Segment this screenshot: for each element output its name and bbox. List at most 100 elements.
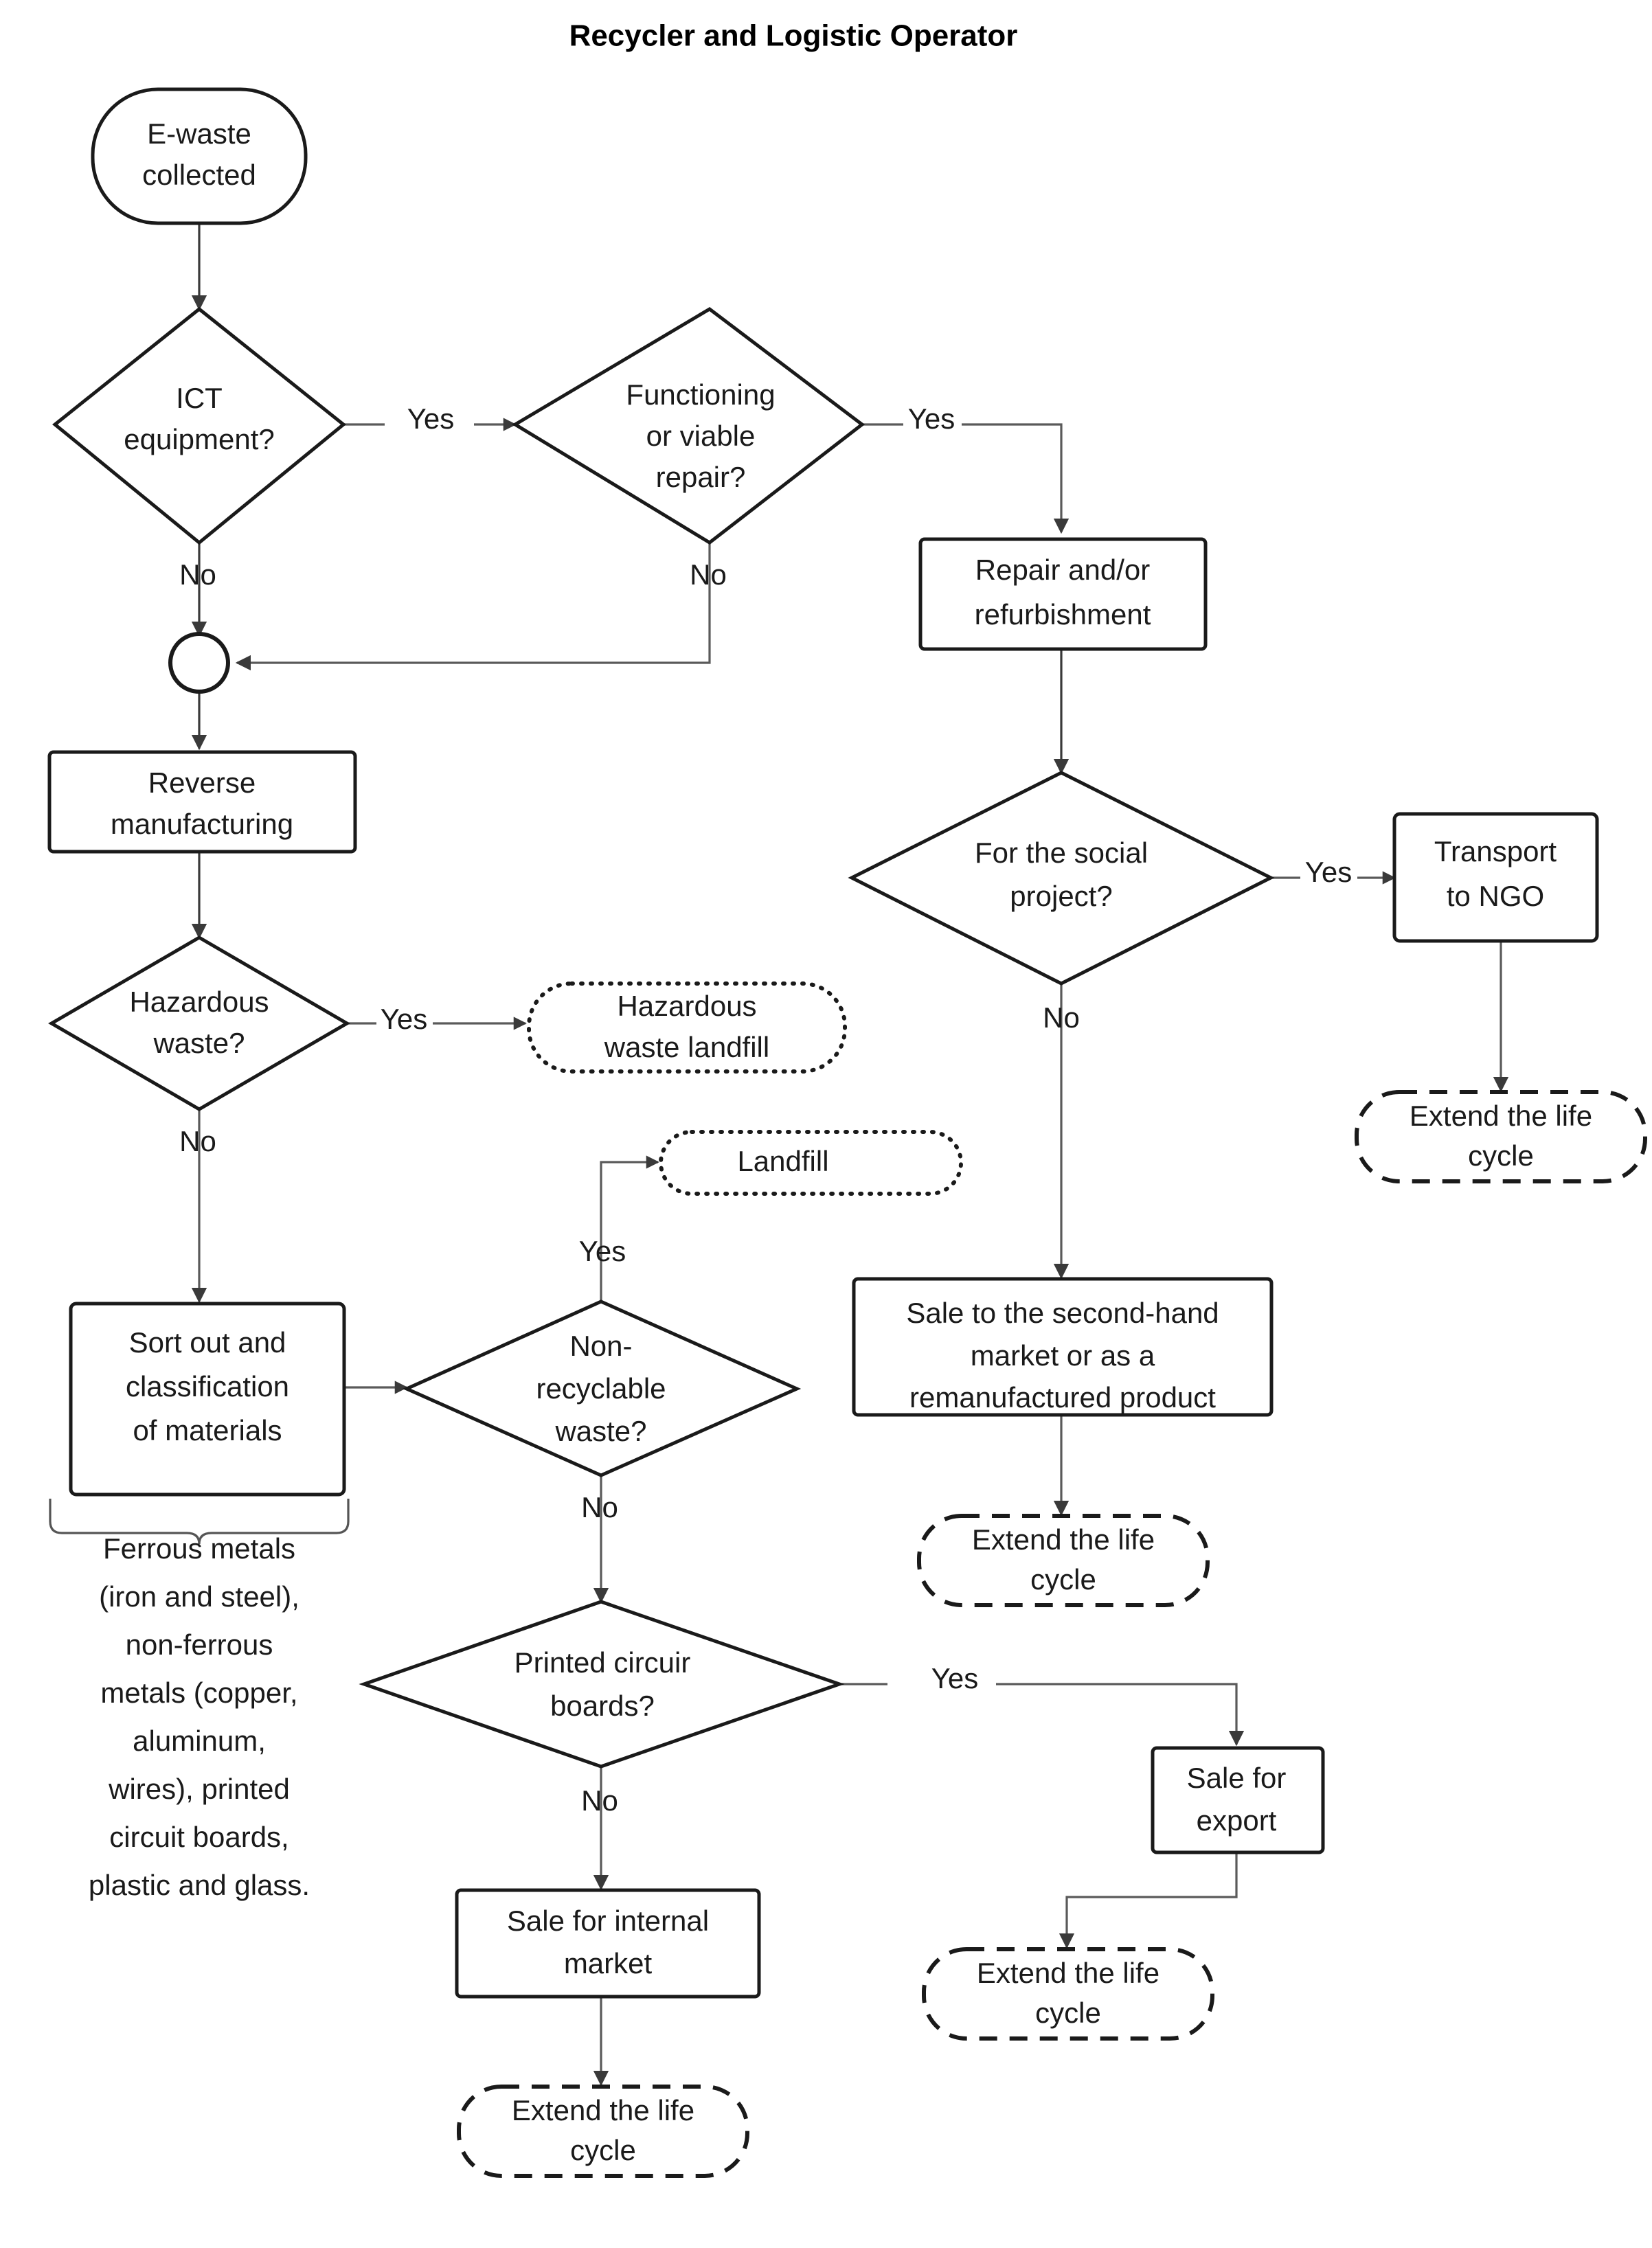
- node-landfill[interactable]: Landfill: [659, 1130, 963, 1196]
- nonrecyclable-label-line3: waste?: [554, 1415, 646, 1447]
- annotation-line-0: Ferrous metals: [103, 1532, 295, 1565]
- node-reverse-manufacturing[interactable]: Reverse manufacturing: [47, 750, 357, 854]
- hazlandfill-label-line1: Hazardous: [617, 990, 756, 1022]
- pcb-shape: [359, 1600, 845, 1769]
- annotation-line-4: aluminum,: [133, 1725, 266, 1757]
- edge-label-functioning-yes: Yes: [908, 402, 955, 435]
- ngo-extend-label-line1: Extend the life: [1410, 1100, 1592, 1132]
- node-printed-circuit-boards[interactable]: Printed circuir boards?: [359, 1600, 845, 1769]
- internal-extend-label-line2: cycle: [570, 2134, 636, 2166]
- node-junction-connector[interactable]: [168, 632, 230, 694]
- ngo-extend-label-line2: cycle: [1468, 1139, 1534, 1172]
- node-extend-life-cycle-export[interactable]: Extend the life cycle: [922, 1947, 1214, 2041]
- export-label-line1: Sale for: [1187, 1762, 1287, 1794]
- ngo-label-line2: to NGO: [1447, 880, 1544, 912]
- landfill-label: Landfill: [737, 1145, 828, 1177]
- edge-label-pcb-yes: Yes: [931, 1662, 979, 1694]
- secondhand-label-line2: market or as a: [971, 1339, 1155, 1372]
- functioning-shape: [512, 306, 865, 545]
- annotation-line-1: (iron and steel),: [99, 1580, 299, 1613]
- reverse-shape: [47, 750, 357, 854]
- annotation-line-2: non-ferrous: [126, 1628, 273, 1661]
- node-extend-life-cycle-internal[interactable]: Extend the life cycle: [457, 2085, 749, 2178]
- nonrecyclable-label-line1: Non-: [569, 1330, 632, 1362]
- edge-label-hazardous-no: No: [179, 1125, 216, 1157]
- hazlandfill-shape: [527, 981, 847, 1074]
- node-ict-equipment[interactable]: ICT equipment?: [52, 306, 346, 545]
- hazardous-label-line1: Hazardous: [129, 986, 269, 1018]
- reverse-label-line1: Reverse: [148, 767, 256, 799]
- internal-extend-shape: [457, 2085, 749, 2178]
- edge-label-nonrecyclable-yes: Yes: [579, 1235, 626, 1267]
- edge-label-pcb-no: No: [581, 1784, 618, 1817]
- node-extend-life-cycle-ngo[interactable]: Extend the life cycle: [1355, 1090, 1647, 1183]
- ngo-extend-shape: [1355, 1090, 1647, 1183]
- node-transport-to-ngo[interactable]: Transport to NGO: [1392, 812, 1599, 943]
- edge-nonrecyclable-to-landfill: [600, 1155, 659, 1302]
- start-label-line2: collected: [142, 159, 256, 191]
- ngo-label-line1: Transport: [1434, 835, 1557, 867]
- hazardous-label-line2: waste?: [152, 1027, 245, 1059]
- secondhand-label-line3: remanufactured product: [909, 1381, 1216, 1413]
- functioning-label-line1: Functioning: [626, 378, 775, 411]
- export-extend-label-line1: Extend the life: [977, 1957, 1159, 1989]
- internal-label-line1: Sale for internal: [507, 1905, 709, 1937]
- secondhand-extend-shape: [917, 1514, 1210, 1607]
- edge-functioning-to-repair: [962, 423, 1070, 534]
- secondhand-extend-label-line2: cycle: [1030, 1563, 1096, 1596]
- ict-label-line1: ICT: [176, 382, 223, 414]
- start-label-line1: E-waste: [147, 117, 251, 150]
- edge-label-ict-yes: Yes: [407, 402, 455, 435]
- edge-functioning-no-to-junction: [235, 543, 711, 671]
- export-extend-shape: [922, 1947, 1214, 2041]
- internal-label-line2: market: [564, 1947, 653, 1979]
- social-label-line2: project?: [1010, 880, 1112, 912]
- node-sort-classification[interactable]: Sort out and classification of materials: [69, 1302, 346, 1497]
- social-label-line1: For the social: [975, 837, 1148, 869]
- materials-annotation: Ferrous metals (iron and steel), non-fer…: [89, 1532, 310, 1901]
- secondhand-extend-label-line1: Extend the life: [972, 1523, 1155, 1556]
- internal-shape: [455, 1888, 761, 1999]
- junction-shape: [168, 632, 230, 694]
- annotation-line-5: wires), printed: [108, 1773, 290, 1805]
- functioning-label-line3: repair?: [656, 461, 746, 493]
- page-title: Recycler and Logistic Operator: [569, 19, 1018, 53]
- start-shape: [91, 87, 308, 225]
- node-repair-refurbishment[interactable]: Repair and/or refurbishment: [918, 537, 1208, 651]
- internal-extend-label-line1: Extend the life: [512, 2094, 694, 2126]
- node-functioning-repair[interactable]: Functioning or viable repair?: [512, 306, 865, 545]
- export-shape: [1151, 1746, 1325, 1854]
- hazlandfill-label-line2: waste landfill: [604, 1031, 769, 1063]
- ict-shape: [52, 306, 346, 545]
- sort-label-line2: classification: [126, 1370, 289, 1403]
- annotation-line-7: plastic and glass.: [89, 1869, 310, 1901]
- pcb-label-line1: Printed circuir: [514, 1646, 691, 1679]
- node-sale-second-hand[interactable]: Sale to the second-hand market or as a r…: [852, 1277, 1274, 1417]
- edge-label-functioning-no: No: [690, 558, 727, 591]
- export-label-line2: export: [1197, 1804, 1277, 1837]
- materials-brace: [49, 1499, 350, 1545]
- node-sale-for-export[interactable]: Sale for export: [1151, 1746, 1325, 1854]
- annotation-line-6: circuit boards,: [109, 1821, 288, 1853]
- nonrecyclable-label-line2: recyclable: [536, 1372, 666, 1405]
- hazardous-shape: [48, 935, 350, 1111]
- ict-label-line2: equipment?: [124, 423, 275, 455]
- repair-label-line2: refurbishment: [975, 598, 1151, 631]
- edge-pcb-to-export: [996, 1683, 1245, 1747]
- sort-label-line3: of materials: [133, 1414, 282, 1446]
- node-social-project[interactable]: For the social project?: [848, 771, 1275, 986]
- annotation-line-3: metals (copper,: [100, 1677, 297, 1709]
- node-extend-life-cycle-secondhand[interactable]: Extend the life cycle: [917, 1514, 1210, 1607]
- node-start[interactable]: E-waste collected: [91, 87, 308, 225]
- node-nonrecyclable-waste[interactable]: Non- recyclable waste?: [402, 1299, 802, 1477]
- node-hazardous-waste-landfill[interactable]: Hazardous waste landfill: [527, 981, 847, 1074]
- nonrecyclable-shape: [402, 1299, 802, 1477]
- node-hazardous-waste[interactable]: Hazardous waste?: [48, 935, 350, 1111]
- node-sale-internal-market[interactable]: Sale for internal market: [455, 1888, 761, 1999]
- secondhand-label-line1: Sale to the second-hand: [906, 1297, 1219, 1329]
- ngo-shape: [1392, 812, 1599, 943]
- edge-label-social-yes: Yes: [1305, 856, 1353, 888]
- landfill-shape: [659, 1130, 963, 1196]
- edge-export-to-extend: [1059, 1851, 1238, 1949]
